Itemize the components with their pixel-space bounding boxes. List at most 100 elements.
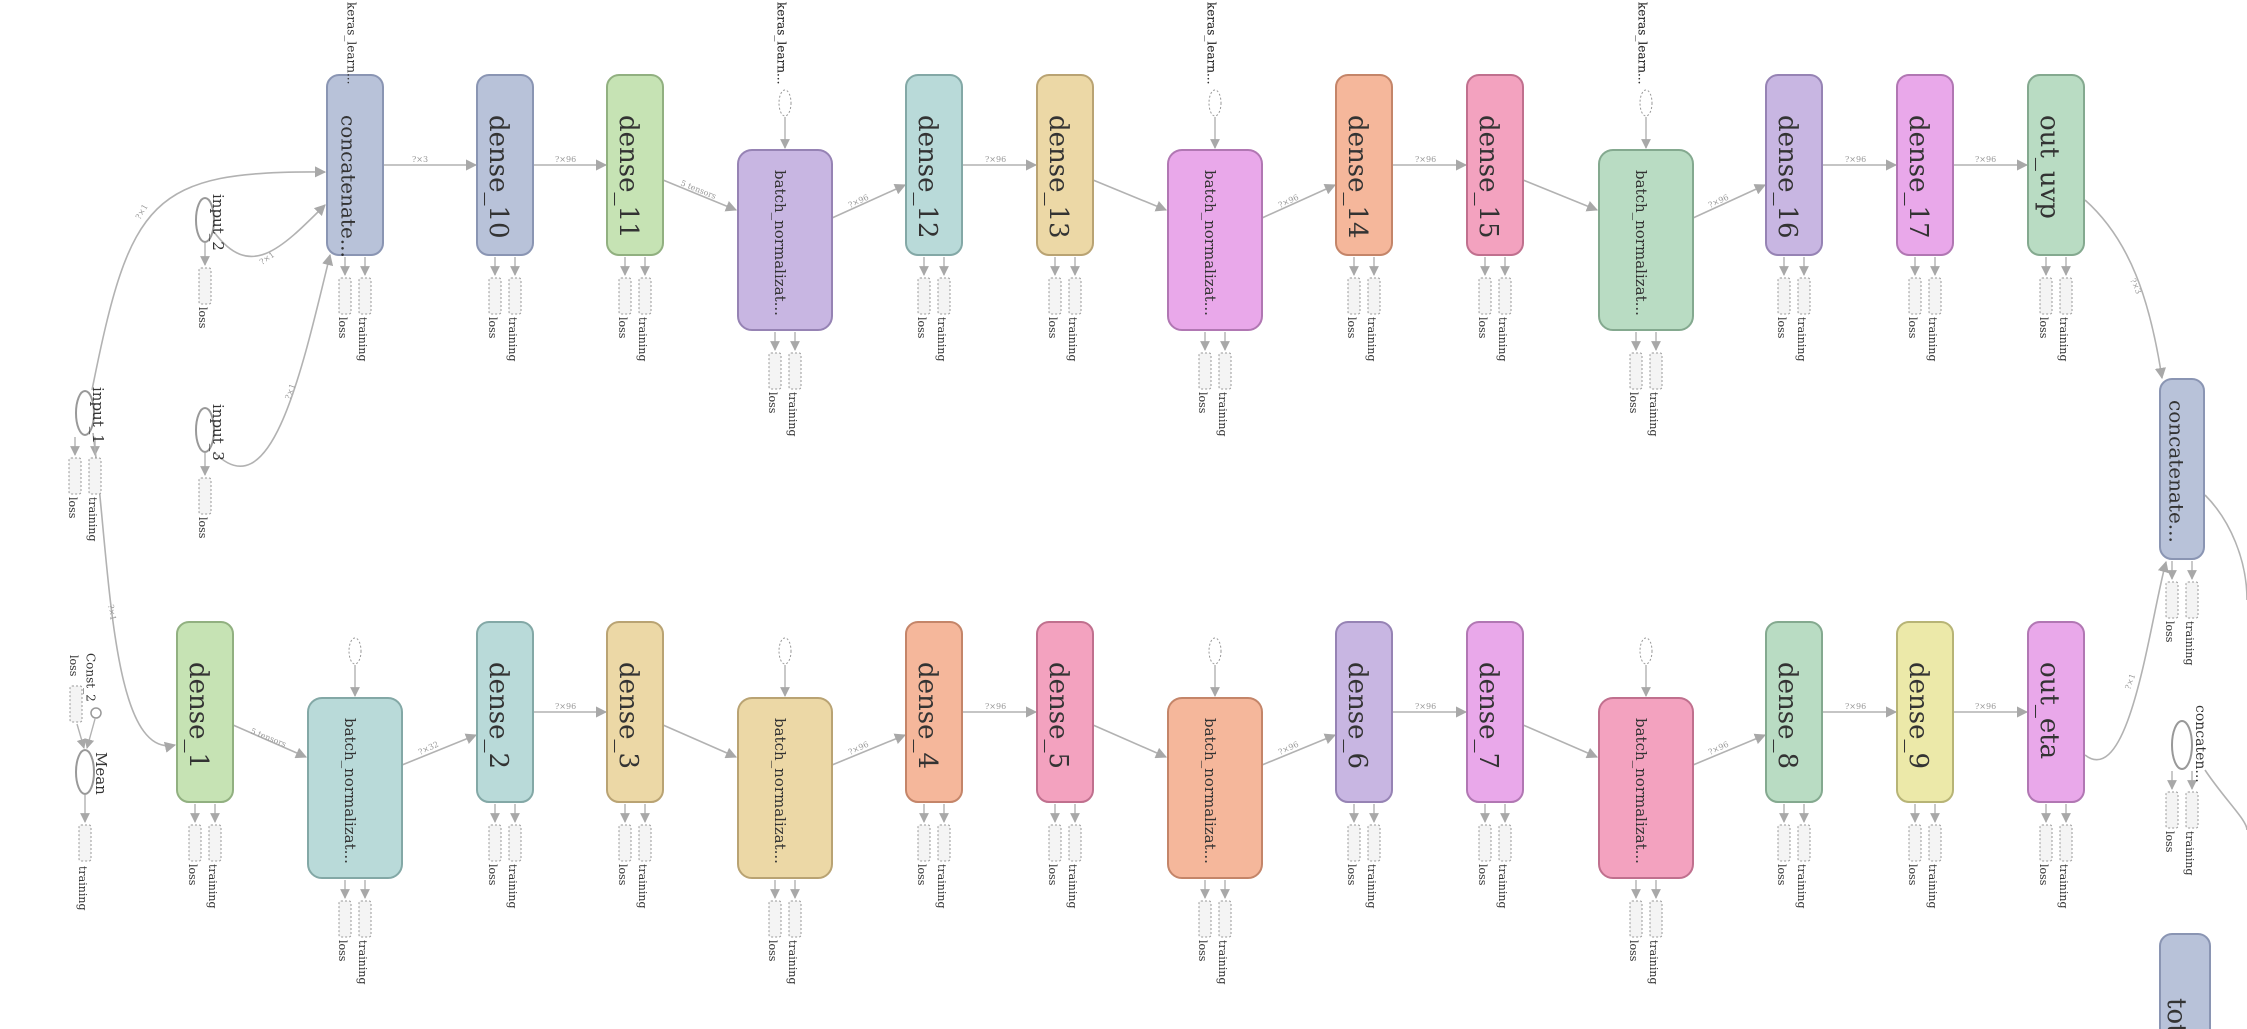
dense_17-node-training-label: training xyxy=(1926,317,1939,361)
input-3-loss-label: loss xyxy=(196,517,209,539)
concaten-ellipse-training-ghost xyxy=(2185,791,2199,829)
dense_3-node xyxy=(606,621,664,803)
bn-top-2-label: batch_normalizat... xyxy=(1201,170,1219,316)
const-mean-edge-a xyxy=(76,723,87,749)
dense_2-node-training-ghost xyxy=(508,824,522,862)
bn-bot-4-training-ghost xyxy=(1649,900,1663,938)
bn-bot-2-loss-label: loss xyxy=(766,940,779,962)
concatenate-right-training-label: training xyxy=(2183,621,2196,665)
dense_14-node-training-label: training xyxy=(1365,317,1378,361)
bn-top-3-keras-ghost xyxy=(1639,89,1653,117)
dense_16-node-label: dense_16 xyxy=(1772,115,1802,239)
dense_11-node-training-label: training xyxy=(636,317,649,361)
bn-top-1-training-label: training xyxy=(786,392,799,436)
dense_11-node-label: dense_11 xyxy=(613,115,643,239)
bn-top-1-training-ghost xyxy=(788,352,802,390)
dense_7-node-loss-label: loss xyxy=(1476,864,1489,886)
bn-bot-2 xyxy=(737,697,833,879)
bn-top-1-label: batch_normalizat... xyxy=(771,170,789,316)
dense_4-node-label: dense_4 xyxy=(912,662,942,769)
input-2-loss-ghost xyxy=(198,267,212,305)
dense_8-node-label: dense_8 xyxy=(1772,662,1802,769)
dense_7-node-loss-ghost xyxy=(1478,824,1492,862)
dense_16-node-training-label: training xyxy=(1795,317,1808,361)
edge-in2-cat xyxy=(213,204,326,258)
edge-right-out xyxy=(2204,494,2247,601)
edge-concaten-out xyxy=(2204,769,2247,831)
edge-uvp-cat xyxy=(2084,199,2167,380)
dense_17-node-loss-ghost xyxy=(1908,277,1922,315)
bn-bot-3-training-label: training xyxy=(1216,940,1229,984)
mean-node xyxy=(75,749,95,795)
dense_15-node-training-label: training xyxy=(1496,317,1509,361)
bn-top-2-keras-ghost xyxy=(1208,89,1222,117)
bn-top-3-loss-label: loss xyxy=(1627,392,1640,414)
edge-bn1-d12 xyxy=(831,184,907,219)
dense_14-node xyxy=(1335,74,1393,256)
tot-node xyxy=(2159,933,2211,1029)
dense_10-node-loss-label: loss xyxy=(486,317,499,339)
bn-bot-1-training-ghost xyxy=(358,900,372,938)
edge-bn1-d12-label: ?×96 xyxy=(847,193,870,210)
dense_15-node-label: dense_15 xyxy=(1473,115,1503,239)
dense_13-node-loss-label: loss xyxy=(1046,317,1059,339)
bn-top-1-loss-label: loss xyxy=(766,392,779,414)
edge-in3-cat-label: ?×1 xyxy=(283,382,297,400)
dense_13-node-training-label: training xyxy=(1066,317,1079,361)
bn-bot-4-keras-label: keras_learn... xyxy=(1636,2,1650,84)
dense_2-node-loss-label: loss xyxy=(486,864,499,886)
edge-d17-uvp-label: ?×96 xyxy=(1975,155,1996,164)
edge-bn2-d4 xyxy=(831,733,907,766)
edge-uvp-cat-label: ?×3 xyxy=(2128,277,2143,295)
out_uvp-node-loss-ghost xyxy=(2039,277,2053,315)
dense_11-node-loss-ghost xyxy=(618,277,632,315)
edge-in1-cat-label: ?×1 xyxy=(134,203,150,221)
dense_14-node-training-ghost xyxy=(1367,277,1381,315)
dense_16-node-loss-ghost xyxy=(1777,277,1791,315)
bn-top-1-keras-ghost xyxy=(778,89,792,117)
dense_11-node-training-ghost xyxy=(638,277,652,315)
out_uvp-node-label: out_uvp xyxy=(2034,115,2064,219)
bn-top-2-loss-label: loss xyxy=(1196,392,1209,414)
edge-d5-bn3 xyxy=(1092,724,1168,759)
dense_9-node-training-label: training xyxy=(1926,864,1939,908)
bn-top-3-training-label: training xyxy=(1647,392,1660,436)
dense_13-node-label: dense_13 xyxy=(1043,115,1073,239)
dense_6-node-training-label: training xyxy=(1365,864,1378,908)
edge-d7-bn4 xyxy=(1522,724,1599,759)
edge-d8-d9-label: ?×96 xyxy=(1845,702,1866,711)
concatenate-right-loss-label: loss xyxy=(2163,621,2176,643)
dense_14-node-loss-label: loss xyxy=(1345,317,1358,339)
dense_4-node-loss-ghost xyxy=(917,824,931,862)
bn-top-3 xyxy=(1598,149,1694,331)
out_uvp-node xyxy=(2027,74,2085,256)
concatenate-right-training-ghost xyxy=(2185,581,2199,619)
bn-top-1 xyxy=(737,149,833,331)
mean-label: Mean xyxy=(92,752,110,795)
dense_3-node-label: dense_3 xyxy=(613,662,643,769)
edge-d14-d15-label: ?×96 xyxy=(1415,155,1436,164)
edge-d3-bn2 xyxy=(662,724,738,759)
const-mean-edge-b xyxy=(84,718,96,749)
dense_9-node xyxy=(1896,621,1954,803)
bn-bot-4-keras-ghost xyxy=(1639,637,1653,665)
dense_5-node-loss-label: loss xyxy=(1046,864,1059,886)
mean-training-ghost xyxy=(78,824,92,862)
dense_10-node-label: dense_10 xyxy=(483,115,513,239)
input-1-label: input_1 xyxy=(89,387,107,444)
dense_9-node-label: dense_9 xyxy=(1903,662,1933,769)
edge-eta-cat-label: ?×1 xyxy=(2123,672,2137,690)
bn-top-2-training-ghost xyxy=(1218,352,1232,390)
concatenate_top-node-training-ghost xyxy=(358,277,372,315)
bn-bot-3-loss-ghost xyxy=(1198,900,1212,938)
dense_9-node-training-ghost xyxy=(1928,824,1942,862)
dense_10-node-training-label: training xyxy=(506,317,519,361)
edge-bn4-d8 xyxy=(1692,733,1767,766)
bn-bot-3-loss-label: loss xyxy=(1196,940,1209,962)
input-2-loss-label: loss xyxy=(196,307,209,329)
dense_8-node xyxy=(1765,621,1823,803)
edge-d4-d5-label: ?×96 xyxy=(985,702,1006,711)
dense_5-node-label: dense_5 xyxy=(1043,662,1073,769)
concatenate-right-label: concatenate... xyxy=(2165,400,2189,543)
dense_5-node-training-ghost xyxy=(1068,824,1082,862)
